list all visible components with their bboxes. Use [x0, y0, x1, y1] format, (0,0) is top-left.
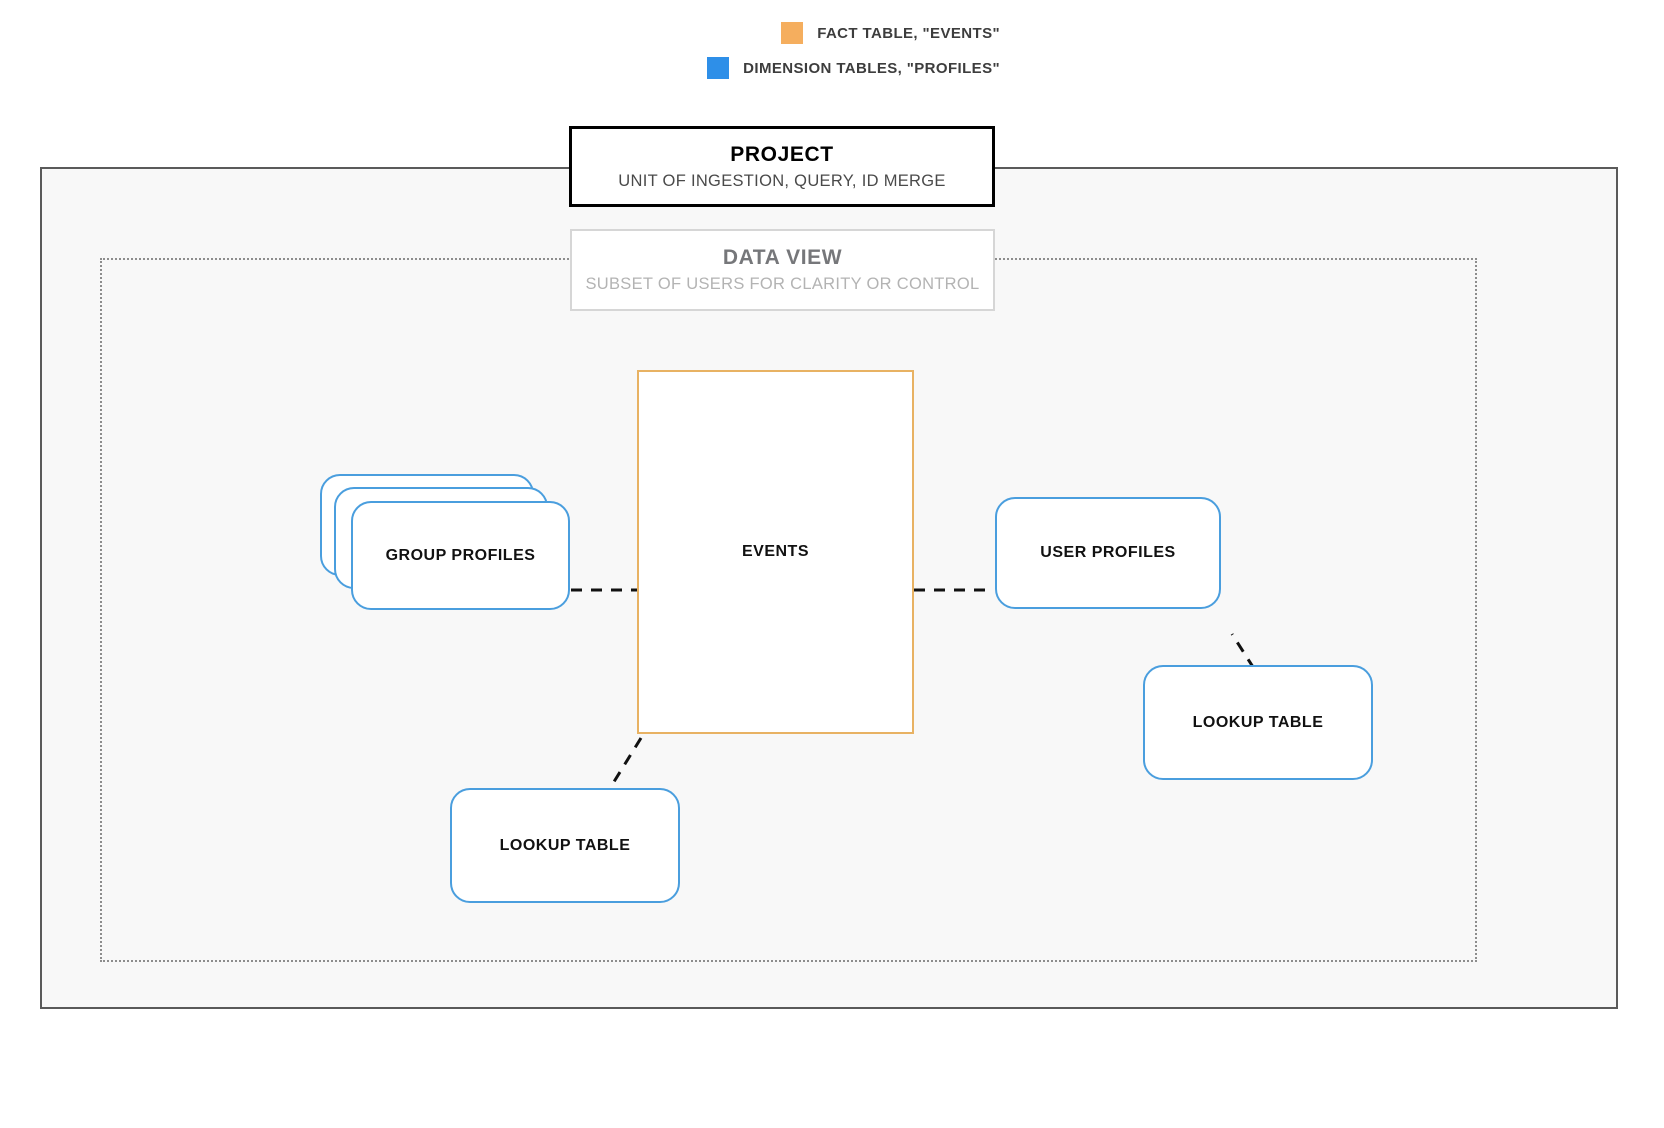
- data-view-title: DATA VIEW: [722, 246, 843, 269]
- node-label-user-profiles: USER PROFILES: [1040, 544, 1176, 561]
- project-subtitle: UNIT OF INGESTION, QUERY, ID MERGE: [618, 171, 946, 190]
- data-view-subtitle: SUBSET OF USERS FOR CLARITY OR CONTROL: [585, 275, 980, 293]
- project-label-box: PROJECT UNIT OF INGESTION, QUERY, ID MER…: [569, 126, 995, 207]
- node-events[interactable]: EVENTS: [637, 370, 914, 734]
- node-user-profiles[interactable]: USER PROFILES: [995, 497, 1221, 609]
- legend-item-fact-table: FACT TABLE, "EVENTS": [781, 22, 1000, 44]
- legend: FACT TABLE, "EVENTS" DIMENSION TABLES, "…: [0, 22, 1000, 79]
- project-title: PROJECT: [730, 142, 834, 166]
- legend-label-fact-table: FACT TABLE, "EVENTS": [817, 24, 1000, 42]
- node-label-events: EVENTS: [741, 543, 809, 560]
- node-group-profiles[interactable]: GROUP PROFILES: [320, 474, 570, 610]
- dimension-tables-swatch-icon: [707, 57, 730, 79]
- fact-table-swatch-icon: [781, 22, 804, 44]
- node-lookup-table-left[interactable]: LOOKUP TABLE: [450, 788, 680, 903]
- node-label-group-profiles: GROUP PROFILES: [385, 546, 536, 564]
- node-label-lookup-table-right: LOOKUP TABLE: [1192, 713, 1324, 731]
- legend-item-dimension-tables: DIMENSION TABLES, "PROFILES": [707, 57, 1000, 79]
- legend-label-dimension-tables: DIMENSION TABLES, "PROFILES": [743, 59, 1000, 77]
- node-lookup-table-right[interactable]: LOOKUP TABLE: [1143, 665, 1373, 780]
- node-label-lookup-table-left: LOOKUP TABLE: [499, 836, 631, 854]
- data-view-label-box: DATA VIEW SUBSET OF USERS FOR CLARITY OR…: [570, 229, 995, 311]
- group-profiles-stack-card-front[interactable]: GROUP PROFILES: [351, 501, 570, 610]
